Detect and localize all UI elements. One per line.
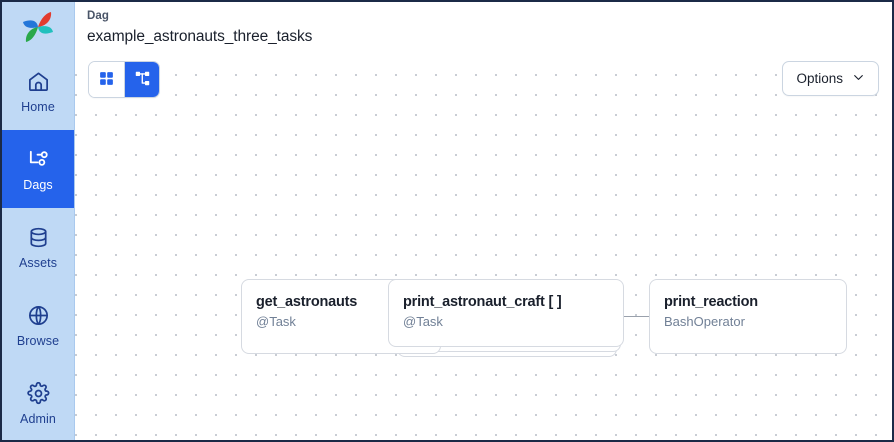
graph-icon (134, 70, 151, 90)
database-icon (25, 224, 51, 250)
sidebar-item-label: Dags (23, 178, 53, 193)
task-node-subtitle: @Task (256, 314, 296, 330)
sidebar-item-home[interactable]: Home (2, 52, 74, 130)
edge-print-astronaut-craft-to-print-reaction (624, 316, 650, 318)
task-node-subtitle: @Task (403, 314, 443, 330)
task-node-print-reaction[interactable]: print_reaction BashOperator (649, 279, 847, 354)
page-title: example_astronauts_three_tasks (87, 27, 313, 45)
sidebar: Home Dags Assets (2, 2, 75, 440)
sidebar-item-label: Admin (20, 412, 56, 427)
sidebar-item-browse[interactable]: Browse (2, 286, 74, 364)
dag-kicker-label: Dag (87, 10, 110, 22)
grid-view-button[interactable] (89, 62, 124, 97)
sidebar-item-dags[interactable]: Dags (2, 130, 74, 208)
sidebar-item-label: Home (21, 100, 55, 115)
sidebar-item-label: Assets (18, 256, 58, 271)
gear-icon (25, 380, 51, 406)
options-button[interactable]: Options (782, 61, 879, 96)
airflow-logo[interactable] (2, 2, 74, 52)
globe-icon (25, 302, 51, 328)
task-node-title: print_reaction (664, 294, 758, 310)
airflow-pinwheel-logo-icon (23, 12, 53, 42)
home-icon (25, 68, 51, 94)
view-toggle-group (88, 61, 160, 98)
grid-icon (98, 70, 115, 90)
sidebar-item-assets[interactable]: Assets (2, 208, 74, 286)
graph-canvas[interactable]: Options get_astronauts @Task print_astro… (75, 59, 892, 440)
sidebar-item-label: Browse (16, 334, 60, 349)
main-content: Dag example_astronauts_three_tasks (75, 2, 892, 440)
graph-view-button[interactable] (124, 62, 159, 97)
dag-header: Dag example_astronauts_three_tasks (75, 2, 892, 47)
task-node-title: get_astronauts (256, 294, 358, 310)
chevron-down-icon (852, 71, 865, 87)
dags-icon (25, 146, 51, 172)
task-node-print-astronaut-craft[interactable]: print_astronaut_craft [ ] @Task (388, 279, 624, 347)
options-label: Options (796, 71, 843, 86)
sidebar-item-admin[interactable]: Admin (2, 364, 74, 440)
task-node-title: print_astronaut_craft [ ] (403, 294, 562, 310)
task-node-subtitle: BashOperator (664, 314, 745, 330)
